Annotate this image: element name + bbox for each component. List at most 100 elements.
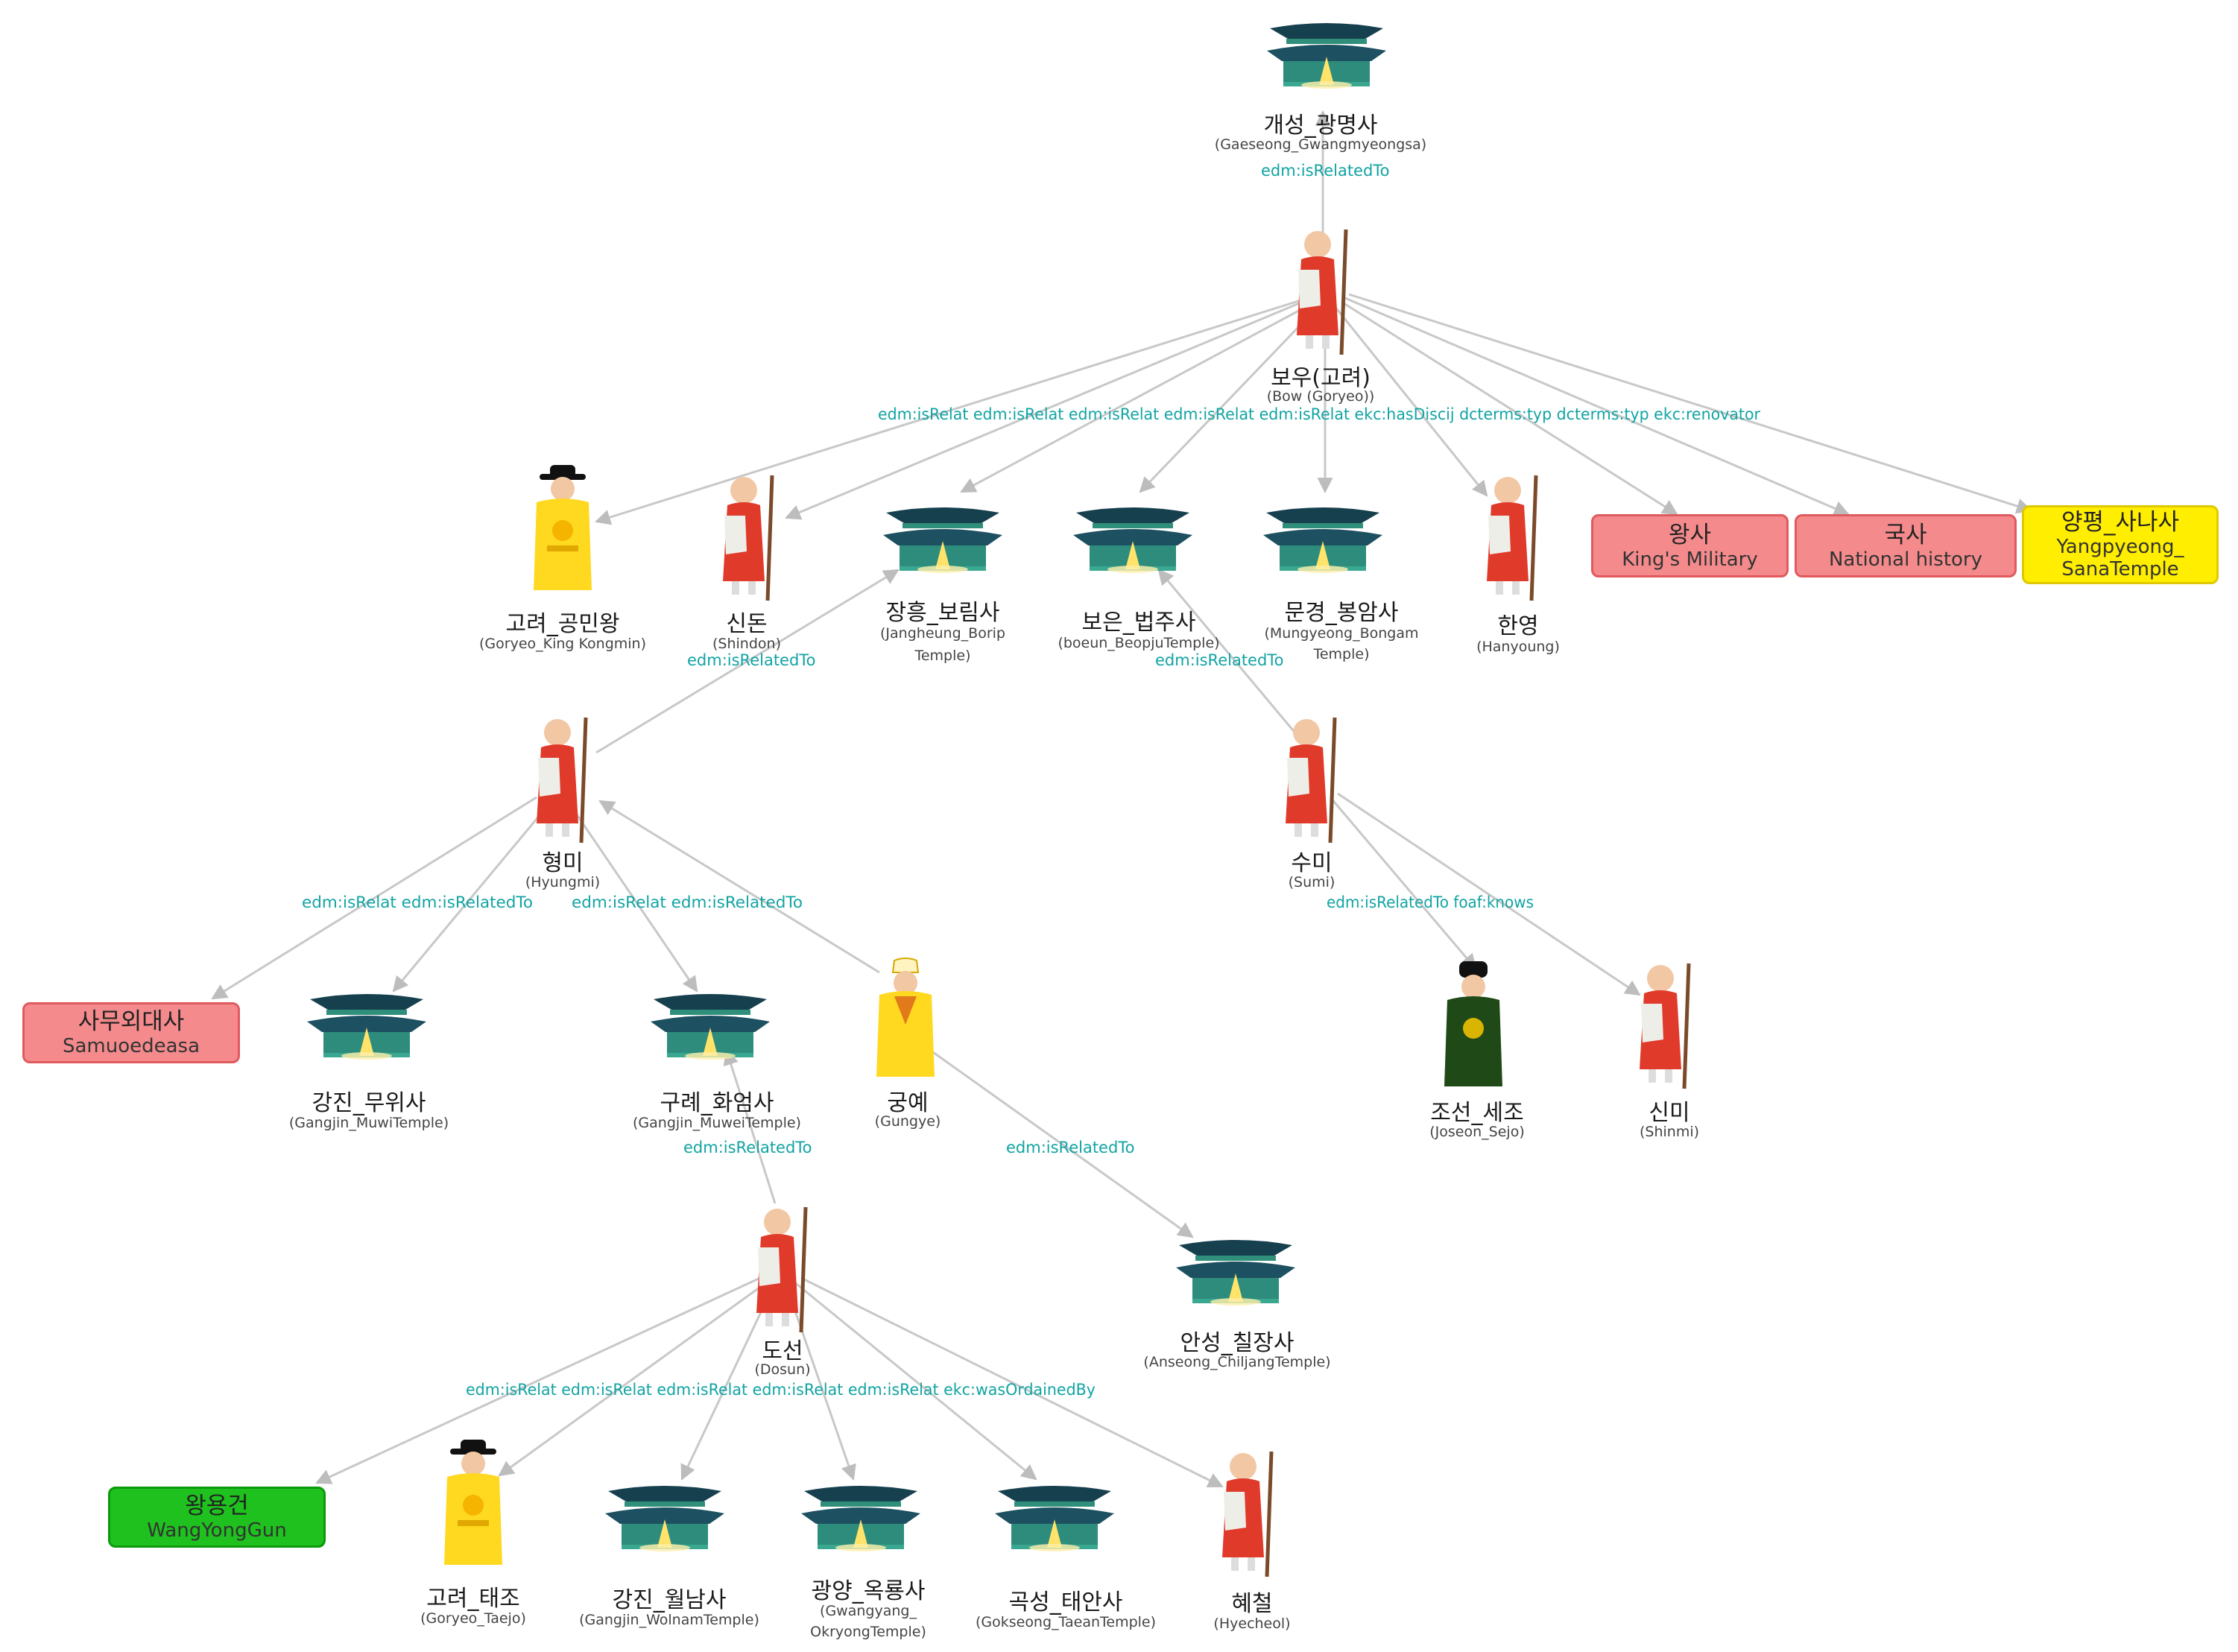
edge-label: edm:isRelatedTo <box>1155 651 1283 669</box>
edge-dosun-taejo <box>498 1280 768 1477</box>
node-label-en: (Gangjin_WolnamTemple) <box>579 1612 759 1628</box>
node-label-ko: 형미 <box>542 850 584 876</box>
node-label-en-line2: OkryongTemple) <box>810 1624 926 1640</box>
edge-sumi-shinmi <box>1337 792 1641 996</box>
monk-icon <box>537 717 588 844</box>
node-label-en: (Joseon_Sejo) <box>1429 1124 1525 1140</box>
node-label-en: (Hyecheol) <box>1213 1615 1291 1632</box>
edge-label: edm:isRelatedTo <box>1261 162 1389 180</box>
node-label-ko: 고려_공민왕 <box>505 611 620 637</box>
edge-label: edm:isRelatedTo <box>1006 1139 1134 1156</box>
node-label-en: (Gokseong_TaeanTemple) <box>975 1614 1157 1630</box>
node-label-en: (Dosun) <box>754 1361 811 1378</box>
edge-label: edm:isRelatedTo <box>683 1139 812 1156</box>
king-icon <box>1444 961 1502 1086</box>
edge-dosun-hyecheol <box>800 1276 1224 1488</box>
node-label-ko: 장흥_보림사 <box>885 600 1000 626</box>
node-samuoedaesa[interactable]: 사무외대사 Samuoedeasa <box>22 1002 240 1063</box>
edge-dosun-wangyonggun <box>315 1276 761 1484</box>
node-label-ko: 신돈 <box>726 611 768 637</box>
node-label-en: (Gwangyang_ <box>820 1603 917 1619</box>
node-label-en: (Sumi) <box>1288 874 1335 890</box>
temple-icon <box>1263 507 1382 573</box>
node-label-ko: 수미 <box>1291 850 1333 876</box>
node-label-en: (Shindon) <box>712 636 781 652</box>
edge-label: edm:isRelatedTo foaf:knows <box>1327 893 1534 911</box>
node-label-ko: 개성_광명사 <box>1263 113 1378 139</box>
node-wangyonggun[interactable]: 왕용건 WangYongGun <box>108 1487 326 1548</box>
edge-gungye-chiljang <box>920 1042 1194 1238</box>
node-label-en: Samuoedeasa <box>62 1035 200 1057</box>
node-label-en: (Bow (Goryeo)) <box>1266 388 1375 405</box>
node-label-en: King's Military <box>1622 548 1758 571</box>
monk-icon <box>756 1206 808 1333</box>
node-wangsa[interactable]: 왕사 King's Military <box>1591 514 1789 577</box>
node-label-ko: 안성_칠장사 <box>1180 1330 1295 1356</box>
edge-bow-guksa <box>1344 297 1850 516</box>
node-label-en: WangYongGun <box>147 1519 287 1542</box>
node-label-ko: 왕사 <box>1668 521 1712 548</box>
node-label-ko: 조선_세조 <box>1430 1100 1524 1126</box>
node-guksa[interactable]: 국사 National history <box>1795 514 2017 577</box>
edge-bow-wangsa <box>1341 300 1678 516</box>
node-label-ko: 보은_법주사 <box>1081 610 1196 636</box>
node-label-ko: 고려_태조 <box>426 1586 520 1612</box>
node-label-ko: 사무외대사 <box>78 1008 185 1035</box>
node-label-en: (Goryeo_Taejo) <box>420 1610 526 1627</box>
edge-label: edm:isRelat edm:isRelat edm:isRelat edm:… <box>466 1381 1096 1399</box>
node-label-en: (Mungyeong_Bongam <box>1264 625 1419 642</box>
edge-dosun-wolnam <box>680 1285 775 1481</box>
edge-bow-borim <box>960 300 1316 493</box>
edge-sumi-sejo <box>1329 797 1477 970</box>
edge-bow-shindon <box>785 297 1312 520</box>
node-label-ko: 궁예 <box>887 1090 929 1116</box>
edge-gungye-hyungmi <box>598 800 880 974</box>
node-label-en-line2: Temple) <box>914 648 971 664</box>
king-icon <box>534 465 592 590</box>
edge-dosun-hwaeom <box>723 1048 777 1204</box>
temple-icon <box>307 994 426 1060</box>
monk-icon <box>1640 963 1691 1089</box>
node-label-en: National history <box>1828 548 1983 571</box>
edge-bow-hanyoung <box>1333 305 1488 497</box>
node-yangpyeong-sanasa[interactable]: 양평_사나사 Yangpyeong_ SanaTemple <box>2022 505 2219 584</box>
monk-icon <box>723 475 774 601</box>
node-label-ko: 강진_무위사 <box>312 1090 426 1116</box>
king-icon <box>876 958 935 1077</box>
node-label-ko: 혜철 <box>1231 1591 1273 1617</box>
node-label-ko: 국사 <box>1884 521 1927 548</box>
node-label-ko: 광양_옥룡사 <box>811 1578 926 1604</box>
edge-hyungmi-muwi <box>392 800 553 993</box>
temple-icon <box>801 1486 920 1551</box>
edge-bow-sanasa <box>1348 293 2033 514</box>
king-icon <box>444 1440 502 1565</box>
temple-icon <box>651 994 770 1060</box>
monk-icon <box>1222 1451 1274 1577</box>
edge-hyungmi-samuoe <box>211 796 537 1000</box>
node-label-en: (Gangjin_MuwiTemple) <box>288 1115 449 1131</box>
edge-label: edm:isRelat edm:isRelat edm:isRelat edm:… <box>878 405 1760 423</box>
node-label-en: (Hanyoung) <box>1476 639 1560 655</box>
node-label-ko: 신미 <box>1649 1100 1690 1126</box>
node-label-en: Yangpyeong_ <box>2056 536 2184 558</box>
node-label-en-line2: SanaTemple <box>2061 558 2179 580</box>
node-label-en: (boeun_BeopjuTemple) <box>1058 635 1220 651</box>
node-label-ko: 도선 <box>762 1338 803 1364</box>
node-label-ko: 구례_화엄사 <box>660 1090 774 1116</box>
node-label-ko: 문경_봉암사 <box>1284 600 1399 626</box>
temple-icon <box>1267 23 1386 89</box>
node-label-ko: 왕용건 <box>185 1493 249 1519</box>
monk-icon <box>1487 475 1538 601</box>
edge-label: edm:isRelatedTo <box>687 651 815 669</box>
edge-sumi-beopju <box>1157 569 1313 753</box>
node-label-en-line2: Temple) <box>1313 646 1370 662</box>
node-label-en: (Goryeo_King Kongmin) <box>479 636 646 652</box>
edge-bow-beopju <box>1139 304 1321 493</box>
temple-icon <box>1176 1240 1295 1306</box>
node-label-en: (Shinmi) <box>1639 1124 1700 1140</box>
node-label-ko: 곡성_태안사 <box>1008 1589 1123 1615</box>
edge-bow-kongmin <box>594 297 1309 525</box>
temple-icon <box>1073 507 1192 573</box>
